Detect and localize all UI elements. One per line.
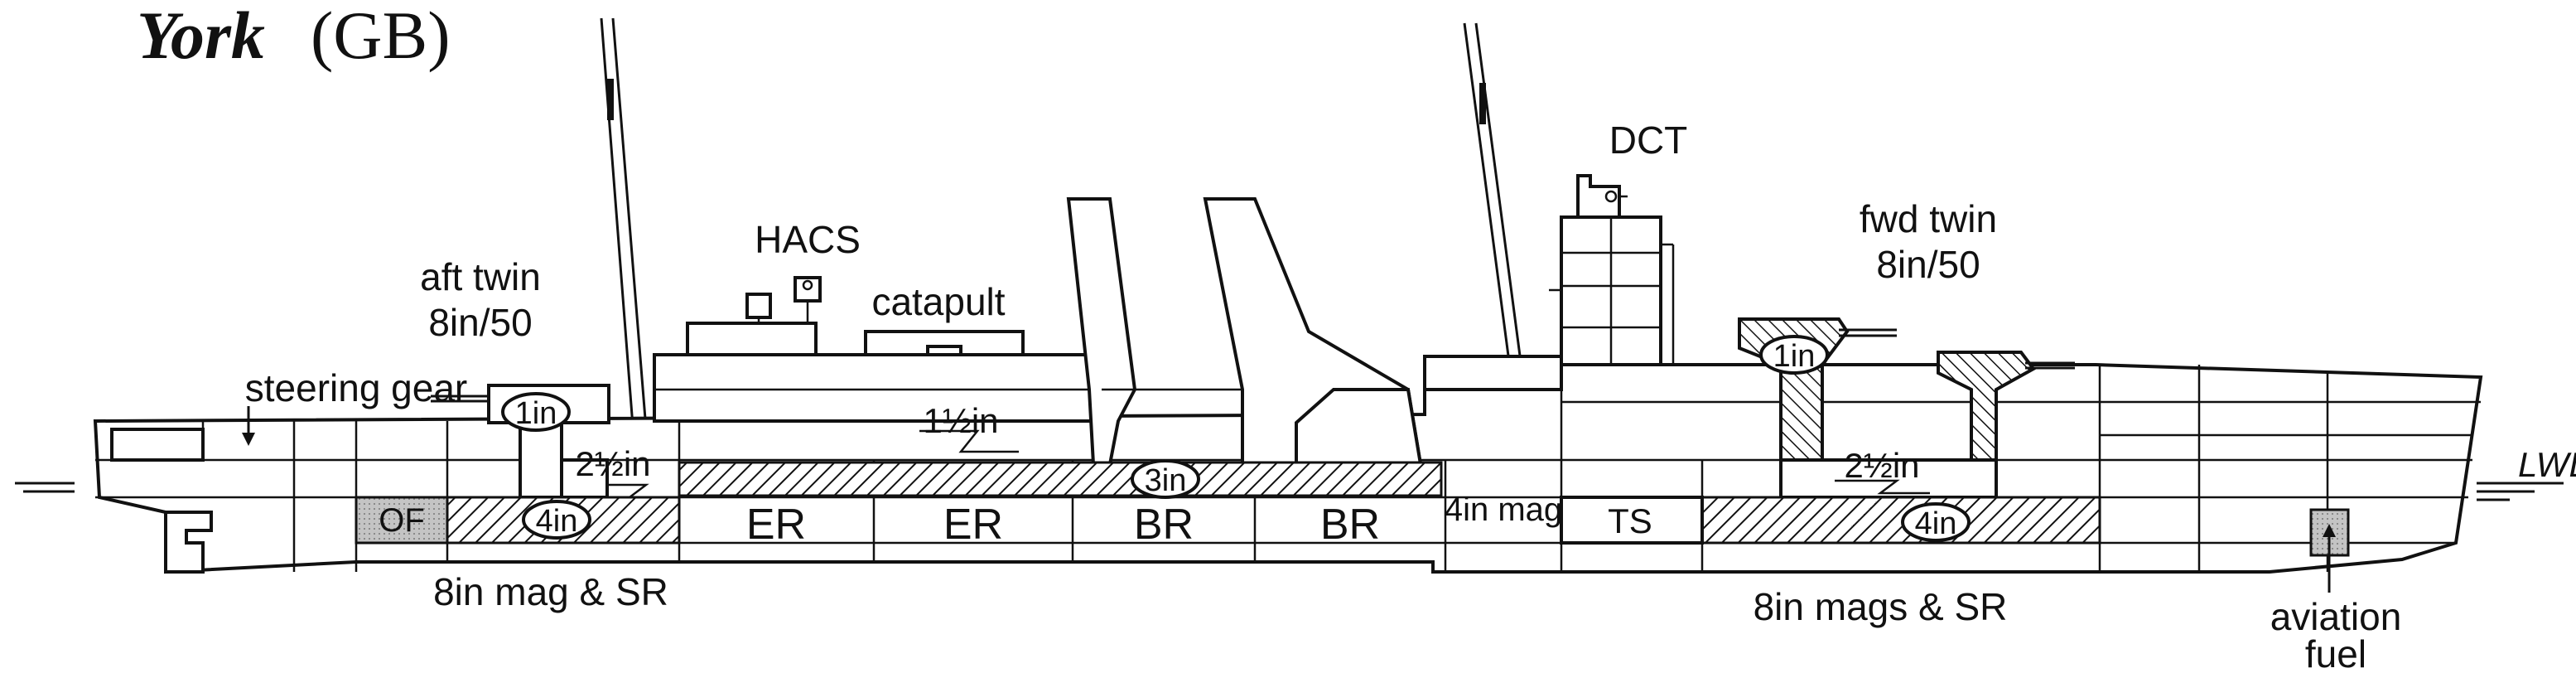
- label-fwd-magazines: 8in mags & SR: [1754, 585, 2008, 628]
- machinery-deck-armour: [678, 461, 1443, 497]
- compartment-oil-fuel: OF: [379, 502, 425, 539]
- armour-fwd-box: 4in: [1915, 506, 1957, 541]
- compartment-engine-room-1: ER: [746, 501, 806, 549]
- steering-flat: [110, 428, 205, 462]
- ship-country: (GB): [311, 0, 451, 73]
- label-aft-magazine: 8in mag & SR: [433, 570, 668, 613]
- label-aft-twin-line1: aft twin: [420, 255, 541, 298]
- forward-superstructure: [1423, 215, 1675, 391]
- diagram-title: York (GB): [137, 0, 451, 73]
- ts-box: [1560, 496, 1704, 545]
- label-fwd-twin-line1: fwd twin: [1860, 197, 1997, 240]
- compartment-transmitting-station: TS: [1608, 501, 1652, 540]
- compartment-4in-magazine: 4in mag: [1445, 491, 1562, 528]
- armour-fwd-turret: 1in: [1773, 339, 1816, 374]
- funnels: [1066, 197, 1423, 466]
- armour-machinery-belt: 3in: [1145, 463, 1187, 498]
- label-aft-twin-line2: 8in/50: [428, 301, 532, 344]
- compartment-boiler-room-1: BR: [1134, 501, 1194, 549]
- stern-rudder: [164, 511, 213, 574]
- armour-ovals: [501, 335, 1971, 542]
- label-catapult: catapult: [871, 280, 1005, 323]
- label-aviation-fuel-line2: fuel: [2305, 632, 2366, 673]
- leader-arrows: [242, 406, 2336, 593]
- armour-aft-turret: 1in: [515, 396, 557, 431]
- armour-fwd-deck: 2½in: [1844, 446, 1919, 485]
- compartment-engine-room-2: ER: [943, 501, 1003, 549]
- armour-upper-deck: 1½in: [923, 401, 998, 440]
- fwd-magazine-box: [1700, 496, 2101, 545]
- label-fwd-twin-line2: 8in/50: [1876, 243, 1980, 286]
- armour-aft-box: 4in: [536, 504, 578, 539]
- armour-leaders: [609, 429, 1930, 499]
- label-hacs: HACS: [755, 218, 861, 261]
- label-steering-gear: steering gear: [245, 366, 468, 409]
- armour-aft-deck: 2½in: [575, 444, 650, 483]
- ship-name: York: [137, 0, 265, 73]
- aft-superstructure: [653, 322, 1095, 423]
- label-aviation-fuel-line1: aviation: [2270, 595, 2402, 638]
- fwd-deck-armour: [1779, 458, 1998, 499]
- lwl-label: LWL: [2518, 445, 2576, 484]
- waterline-marks: [15, 482, 2564, 501]
- dct-director: [1576, 174, 1628, 219]
- compartment-boiler-room-2: BR: [1320, 501, 1380, 549]
- oil-fuel-tank: [355, 496, 449, 545]
- hacs-director: [745, 276, 822, 323]
- label-dct: DCT: [1609, 119, 1688, 162]
